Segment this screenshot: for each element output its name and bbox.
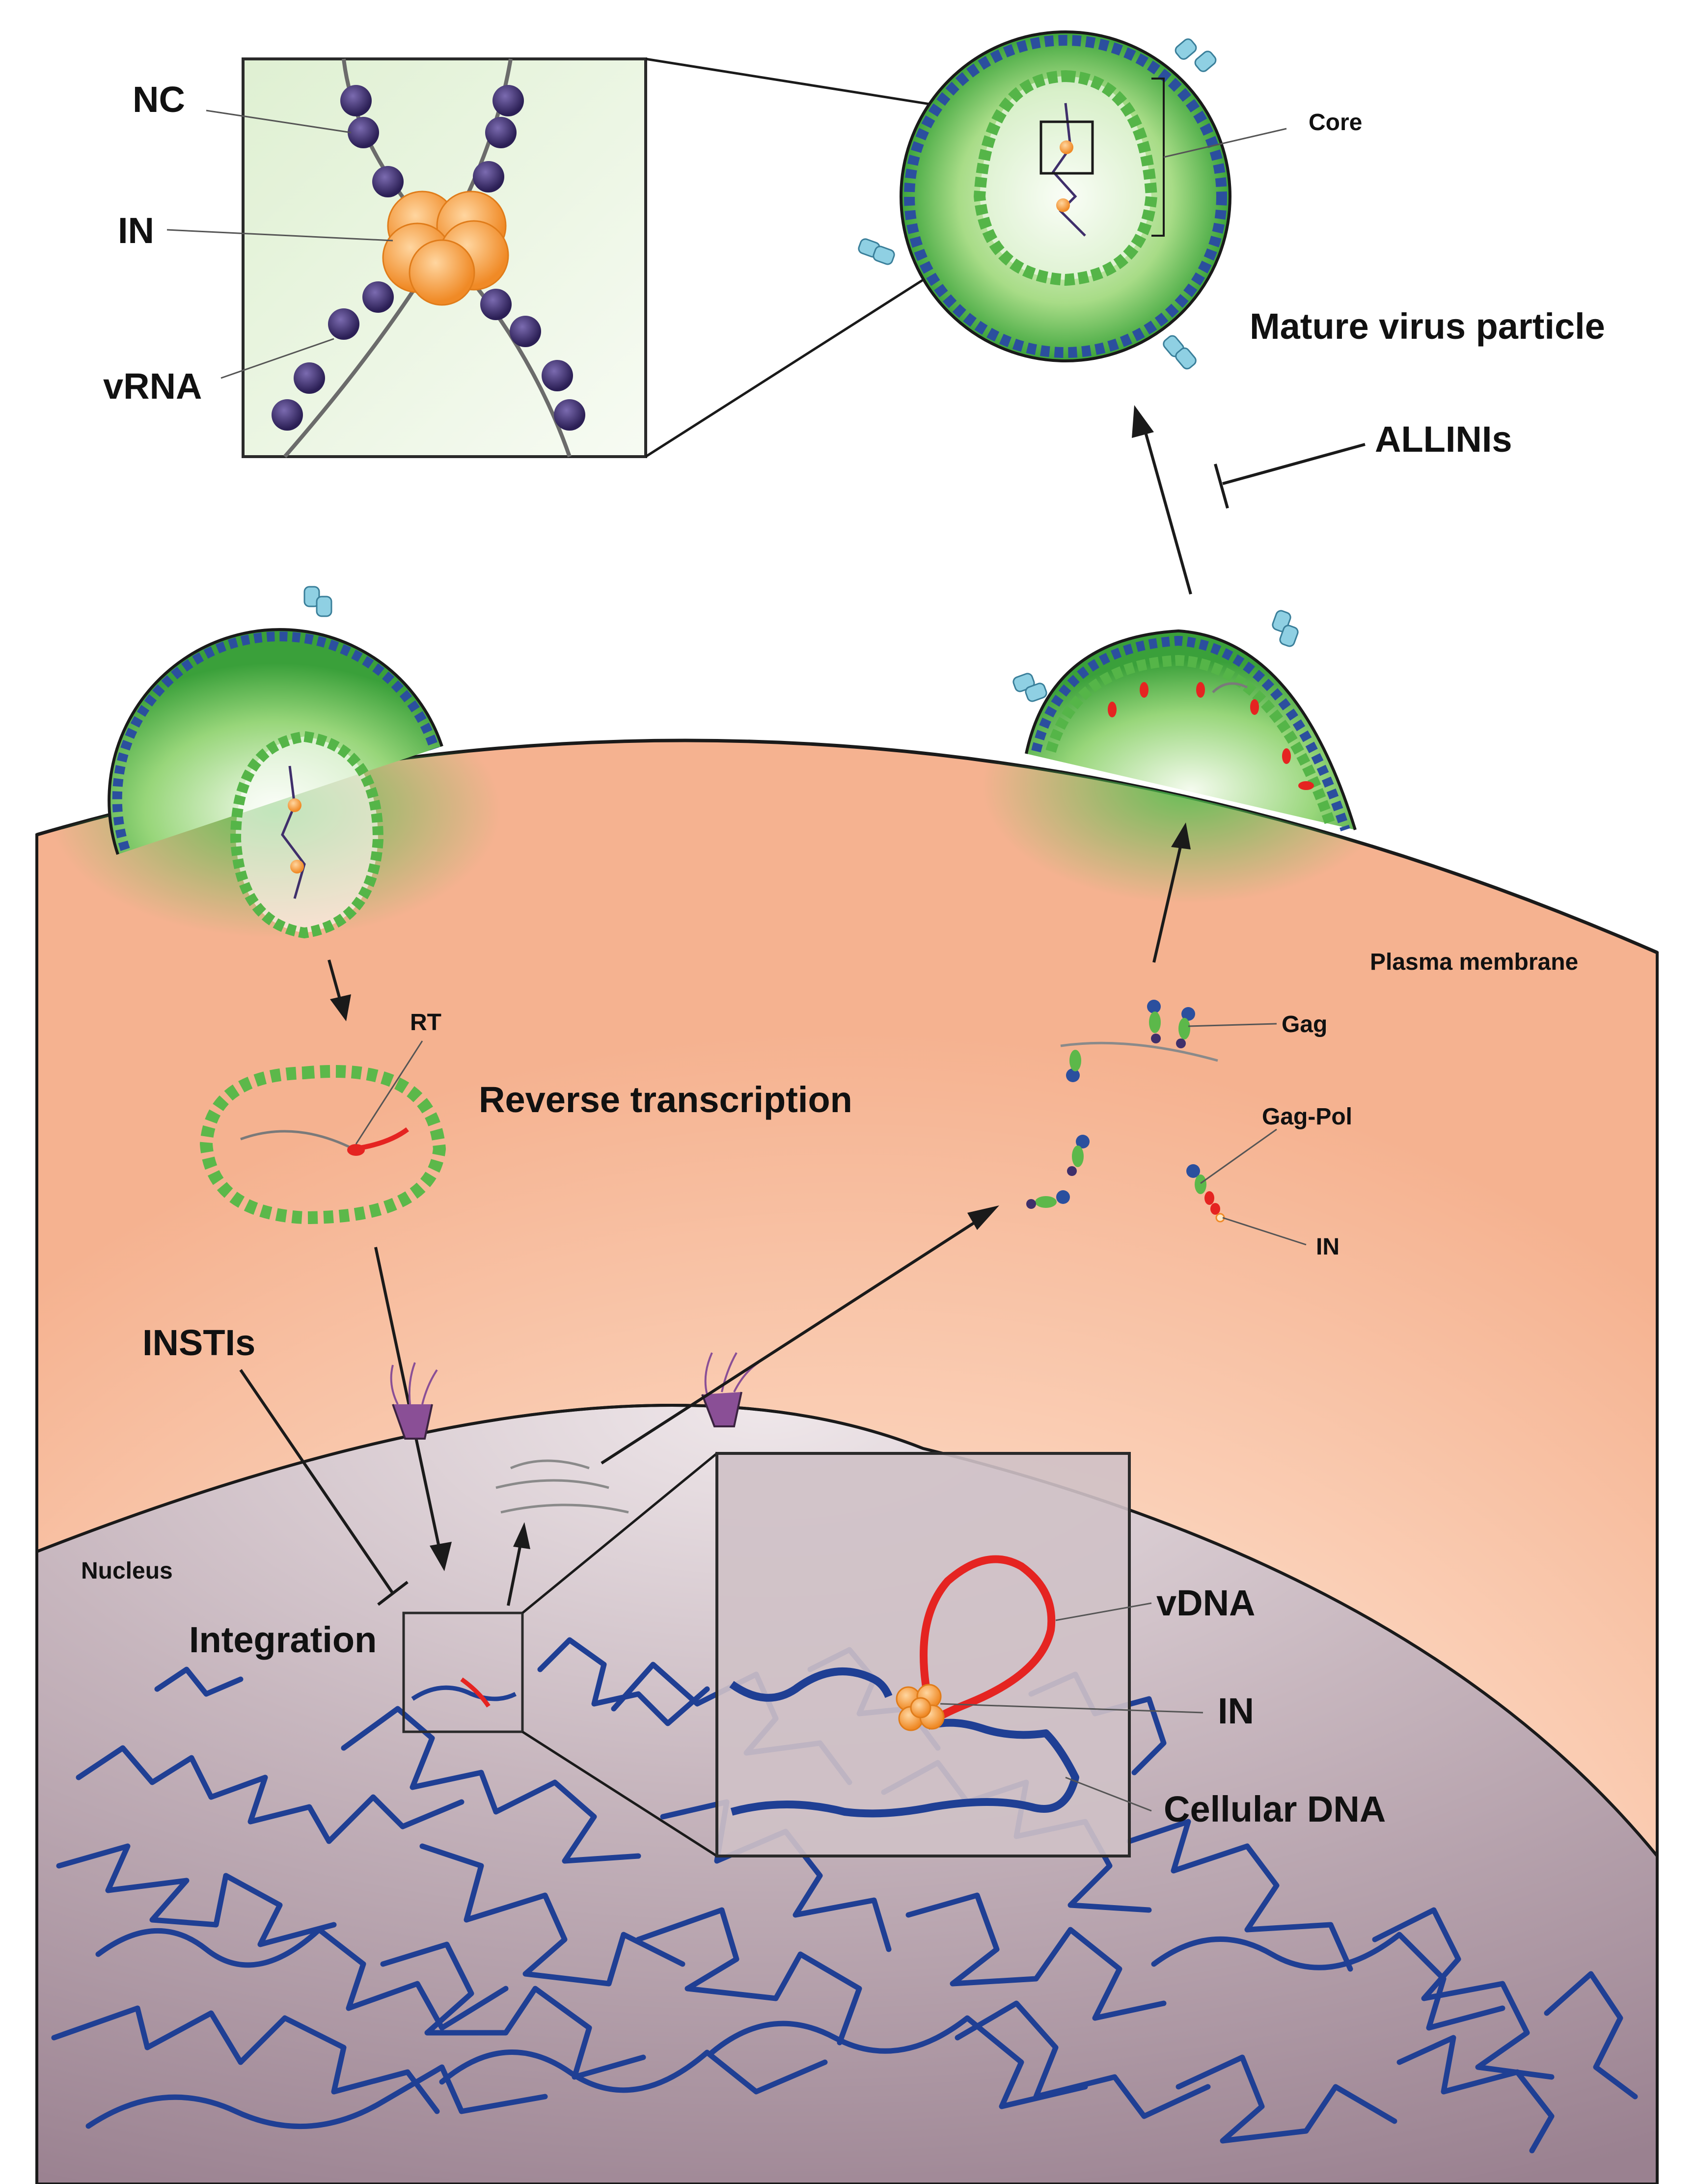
arrowhead <box>430 1542 452 1571</box>
arrowhead <box>1132 405 1154 438</box>
arrowhead <box>967 1205 999 1230</box>
leader-line <box>220 338 334 379</box>
leader-line <box>355 1040 423 1145</box>
env-spike-icon <box>303 586 332 617</box>
rt-enzyme <box>347 1144 365 1156</box>
nc-label: NC <box>133 79 185 120</box>
env-spike-icon <box>1012 610 1299 702</box>
transcription-arrow <box>507 1544 522 1606</box>
allinis-label: ALLINIs <box>1375 419 1512 460</box>
viral-mrna <box>495 1459 629 1514</box>
leader-line <box>1163 128 1287 158</box>
gag-pol-protein-icon <box>1108 682 1314 790</box>
cellular-dna-strand <box>730 1719 1079 1818</box>
nuclear-import-arrow <box>374 1247 441 1550</box>
vdna-label: vDNA <box>1156 1583 1255 1623</box>
nuclear-pore-icon <box>390 1362 438 1440</box>
env-spike-icon <box>858 38 1217 370</box>
integration-inset <box>715 1452 1131 1857</box>
gag-pol-label: Gag-Pol <box>1262 1104 1352 1130</box>
allinis-inhibition-bar <box>1214 464 1229 509</box>
arrowhead <box>513 1522 530 1549</box>
vrna-inset <box>242 57 647 458</box>
leader-line <box>940 1703 1203 1714</box>
rt-label: RT <box>410 1010 441 1036</box>
gag-label: Gag <box>1282 1011 1327 1037</box>
nucleus-label: Nucleus <box>81 1558 173 1584</box>
instis-inhibition-bar <box>377 1581 409 1606</box>
leader-line <box>1065 1776 1152 1812</box>
entering-virus <box>108 586 443 939</box>
plasma-membrane-label: Plasma membrane <box>1370 949 1578 975</box>
instis-inhibition-line <box>239 1369 394 1594</box>
vrna-label: vRNA <box>103 366 202 407</box>
in-tetramer-icon <box>896 1684 945 1731</box>
core-label: Core <box>1309 109 1362 136</box>
nuclear-export-arrow <box>601 1216 983 1465</box>
leader-line <box>1200 1128 1277 1184</box>
in-label: IN <box>118 210 154 251</box>
zoom-box <box>1039 120 1094 175</box>
chromatin <box>51 1637 1638 2154</box>
in-gagpol-label: IN <box>1316 1234 1340 1260</box>
uncoating-arrow <box>328 959 343 1005</box>
leader-line <box>166 229 393 242</box>
allinis-inhibition-line <box>1222 443 1366 485</box>
instis-label: INSTIs <box>142 1322 255 1363</box>
vdna-loop <box>920 1555 1056 1727</box>
reverse-transcription-label: Reverse transcription <box>479 1079 852 1120</box>
arrowhead <box>330 994 351 1021</box>
budding-virus <box>1012 610 1357 832</box>
integration-label: Integration <box>189 1619 377 1660</box>
gag-pol-protein-icon <box>1186 1164 1225 1223</box>
arrowhead <box>1171 822 1191 849</box>
reverse-transcription-complex <box>199 1040 446 1225</box>
maturation-arrow <box>1143 427 1192 595</box>
in-inset-label: IN <box>1218 1691 1254 1731</box>
leader-line <box>1055 1602 1152 1621</box>
nc-beads <box>272 85 585 431</box>
nuclear-envelope <box>36 1404 1659 1857</box>
zoom-line <box>521 1452 718 1614</box>
leader-line <box>206 109 352 134</box>
gag-protein-icon <box>1026 1000 1195 1209</box>
leader-line <box>1222 1217 1307 1246</box>
zoom-line <box>521 1730 718 1857</box>
integration-site <box>402 1611 524 1733</box>
leader-line <box>1188 1023 1277 1027</box>
mature-virus-particle <box>858 30 1287 370</box>
assembly-arrow <box>1152 844 1182 963</box>
cellular-dna-strand <box>729 1667 893 1702</box>
cellular-dna-label: Cellular DNA <box>1164 1789 1386 1829</box>
nuclear-pore-icon <box>701 1352 760 1427</box>
in-tetramer-icon <box>382 191 509 306</box>
mature-virus-particle-label: Mature virus particle <box>1250 306 1605 347</box>
viral-genomic-rna <box>1060 1041 1218 1062</box>
